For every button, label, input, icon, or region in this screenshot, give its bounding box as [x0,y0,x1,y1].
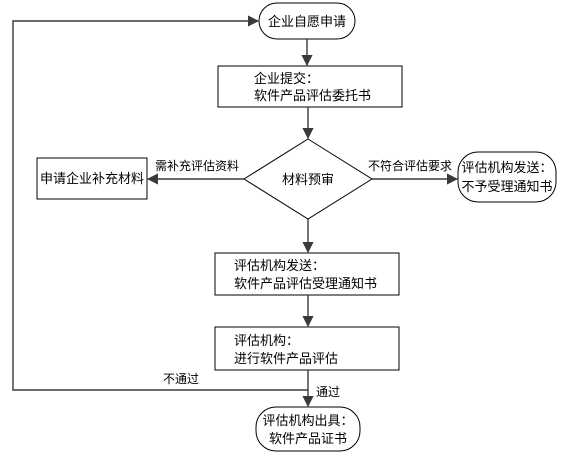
review-label: 材料预审 [282,173,334,188]
reject-node: 评估机构发送： 不予受理通知书 [457,151,557,203]
accept-node: 评估机构发送： 软件产品评估受理通知书 [214,252,400,296]
submit-node: 企业提交： 软件产品评估委托书 [217,65,403,108]
accept-label-line2: 软件产品评估受理通知书 [234,276,377,292]
evaluate-node: 评估机构： 进行软件产品评估 [214,326,400,371]
supplement-label: 申请企业补充材料 [40,171,144,187]
submit-label-line2: 软件产品评估委托书 [254,89,371,104]
submit-label-line1: 企业提交： [254,71,319,87]
evaluate-label-line1: 评估机构： [234,334,299,349]
evaluate-label-line2: 进行软件产品评估 [234,352,338,367]
reject-label-line2: 不予受理通知书 [461,179,552,195]
certificate-node: 评估机构出具： 软件产品证书 [255,406,361,452]
supplement-node: 申请企业补充材料 [36,157,148,200]
edge-label-passed: 通过 [316,385,340,399]
start-node: 企业自愿申请 [258,2,356,40]
accept-label-line1: 评估机构发送： [234,258,325,274]
edge-label-failed: 不通过 [163,372,199,386]
review-decision: 材料预审 [243,138,373,220]
certificate-label-line1: 评估机构出具： [262,414,353,429]
start-label: 企业自愿申请 [268,14,346,30]
edge-label-not-compliant: 不符合评估要求 [368,158,452,173]
certificate-label-line2: 软件产品证书 [269,432,347,447]
edge-failed-loop [12,15,308,391]
edge-label-need-more: 需补充评估资料 [155,158,239,173]
reject-label-line1: 评估机构发送： [461,160,552,176]
